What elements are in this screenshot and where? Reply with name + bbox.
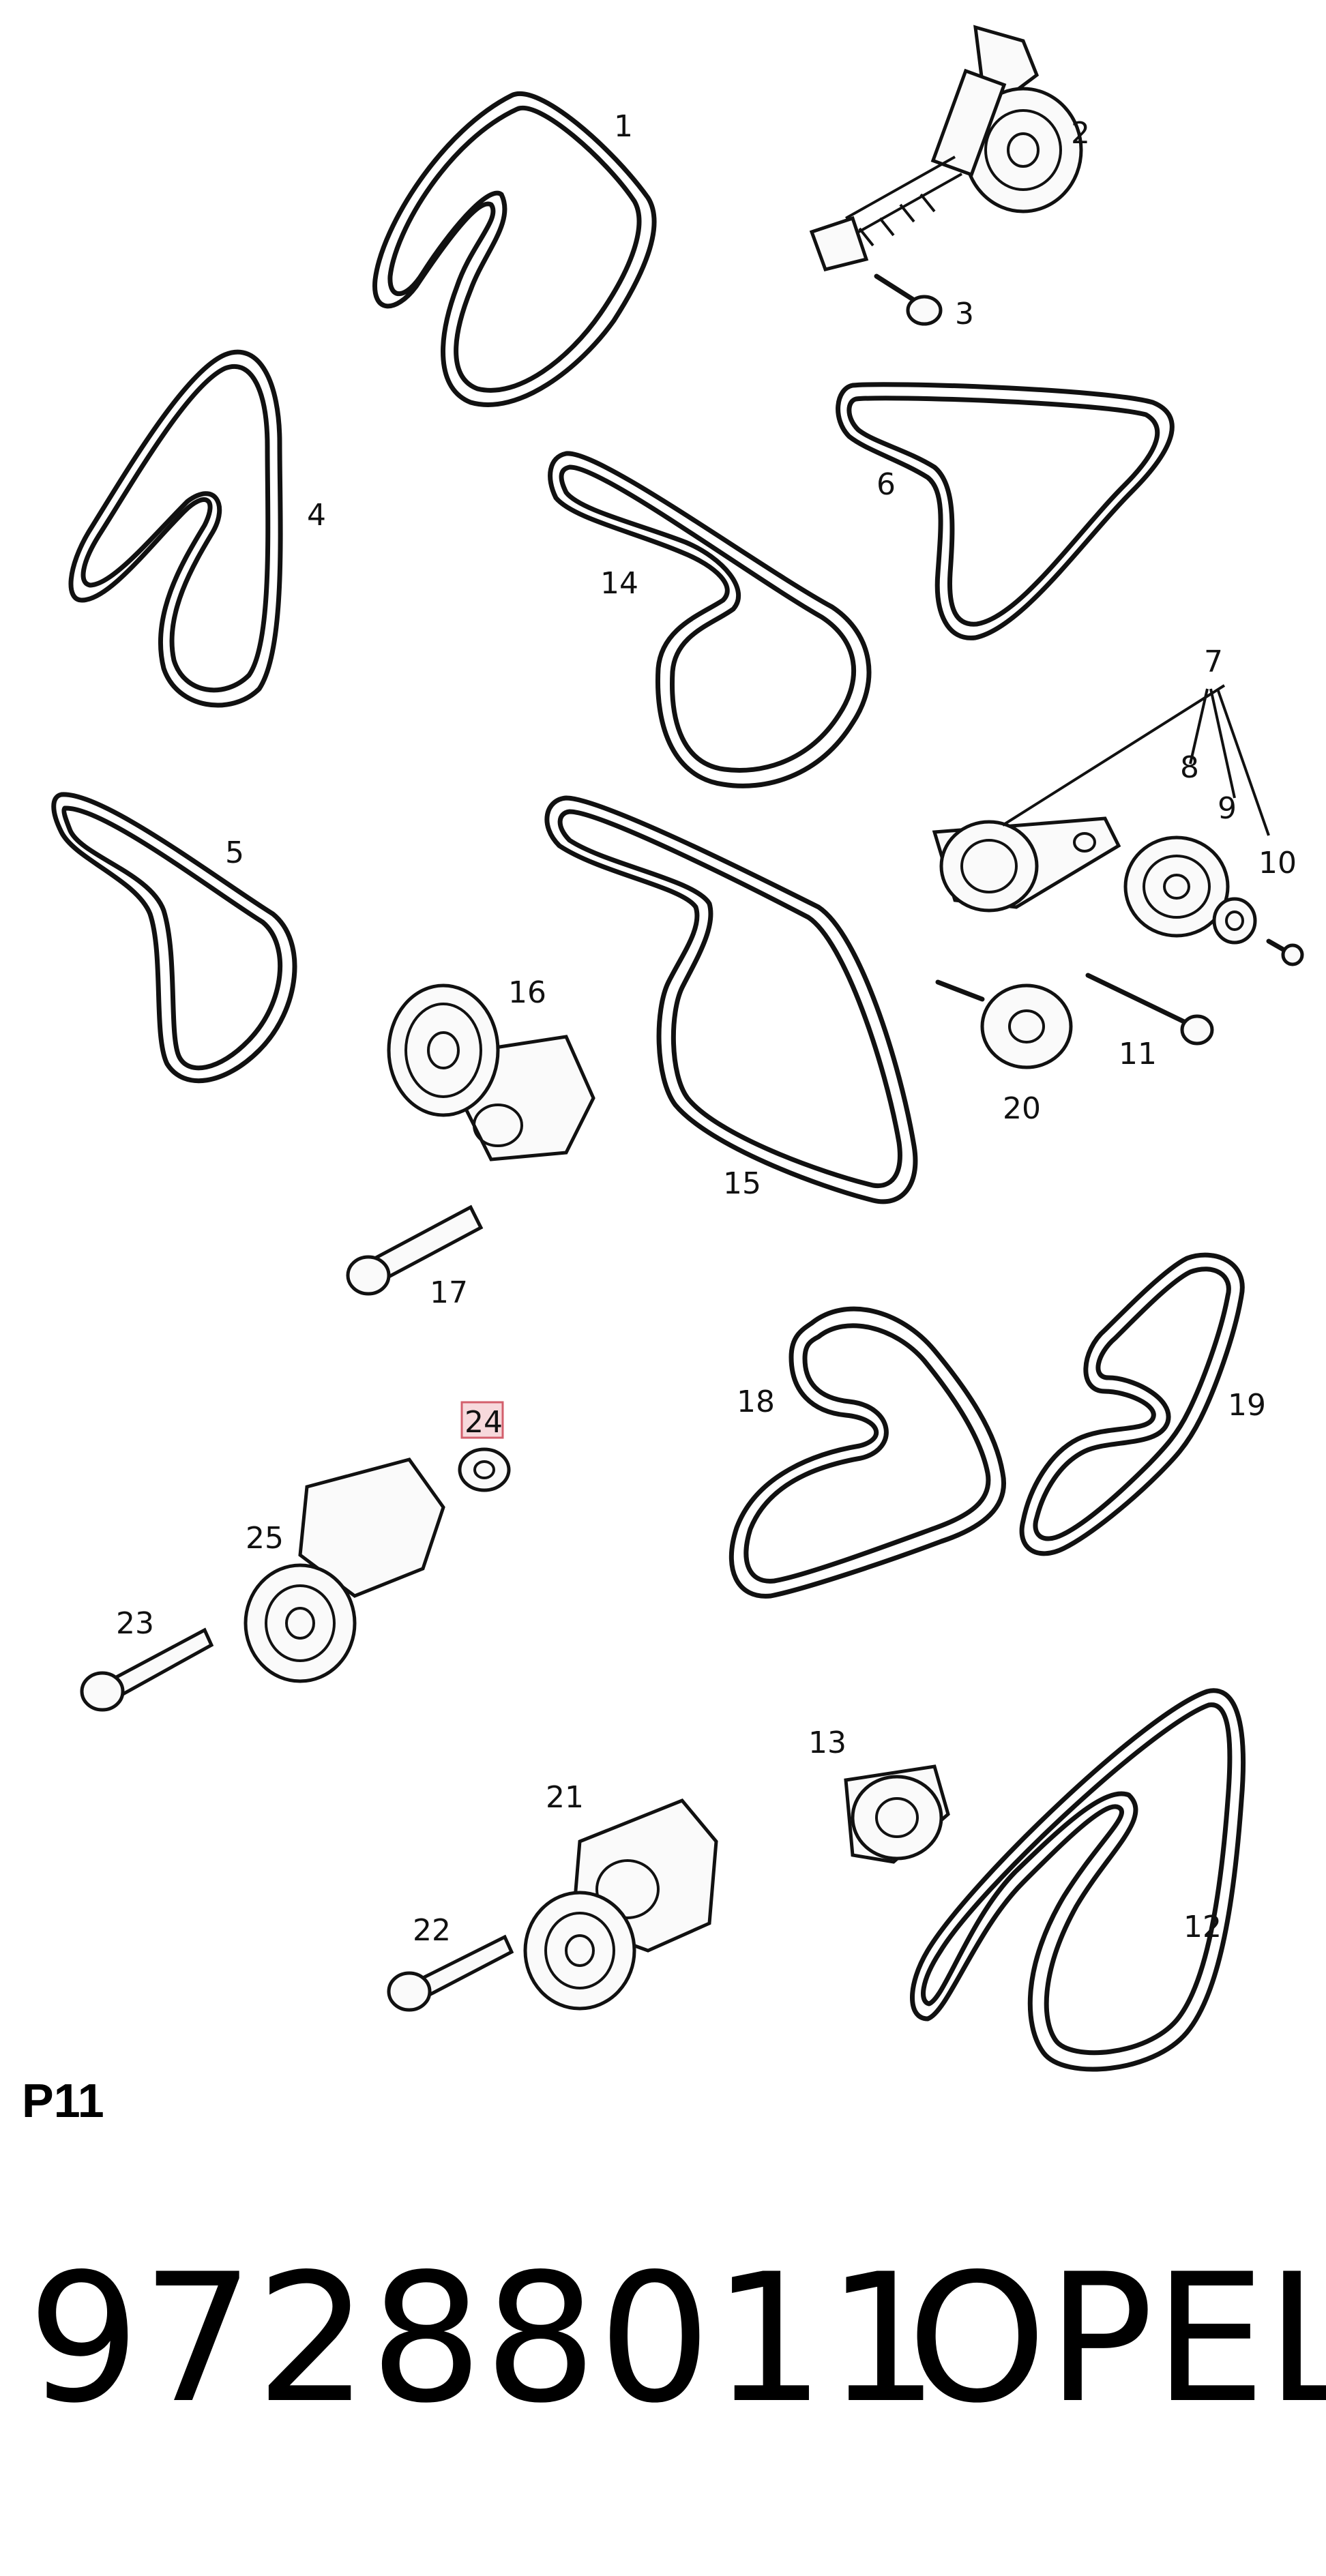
page-code: P11 [22,2074,104,2127]
washer-9[interactable] [1212,897,1257,945]
callout-1: 1 [614,109,633,144]
bolt-10[interactable] [1266,938,1304,966]
callout-7: 7 [1204,645,1223,679]
belt-15[interactable] [544,795,918,1204]
callout-4: 4 [307,498,326,533]
callout-10: 10 [1258,846,1297,880]
callout-16: 16 [508,975,546,1010]
bolt-23[interactable] [80,1627,214,1712]
callout-8: 8 [1180,750,1199,785]
callout-22: 22 [413,1913,451,1948]
callout-25: 25 [246,1521,284,1556]
callout-18: 18 [737,1385,775,1419]
tensioner-16[interactable] [387,983,595,1161]
tensioner-2[interactable] [809,25,1083,271]
belt-19[interactable] [1019,1252,1245,1556]
washer-24[interactable] [458,1447,511,1492]
callout-13: 13 [808,1726,846,1760]
pulley-8[interactable] [1123,835,1230,938]
belt-14[interactable] [548,451,872,788]
callout-5: 5 [225,835,244,870]
tensioner-21[interactable] [523,1798,718,2011]
idler-pulley-20[interactable] [935,979,1073,1069]
callout-24: 24 [465,1405,503,1440]
belt-18[interactable] [728,1306,1006,1599]
bolt-3[interactable] [874,273,943,326]
belt-6[interactable] [836,382,1175,640]
tensioner-25[interactable] [244,1457,445,1683]
belt-4[interactable] [68,349,283,708]
bolt-17[interactable] [346,1204,484,1296]
tensioner-7[interactable] [932,816,1121,913]
bolt-22[interactable] [387,1934,514,2012]
callout-6: 6 [876,467,896,502]
callout-21: 21 [546,1780,584,1815]
bolt-11[interactable] [1085,973,1214,1046]
highlight-box-24 [460,1401,504,1439]
callout-3: 3 [955,297,974,331]
callout-12: 12 [1183,1910,1222,1944]
callout-15: 15 [723,1166,761,1201]
callout-2: 2 [1071,116,1090,151]
callout-20: 20 [1003,1091,1041,1126]
brand-name: OPEL [907,2236,1326,2442]
belt-12[interactable] [910,1688,1246,2072]
callout-19: 19 [1228,1388,1266,1423]
callout-23: 23 [116,1606,154,1641]
callout-14: 14 [600,566,638,601]
belt-5[interactable] [51,792,297,1084]
callout-9: 9 [1218,791,1237,826]
callout-17: 17 [430,1275,468,1310]
belt-1[interactable] [372,91,657,407]
part-number: 97288011 [27,2236,941,2442]
leader-lines-7 [1001,684,1270,836]
tensioner-13[interactable] [844,1764,950,1864]
callout-11: 11 [1119,1037,1157,1071]
